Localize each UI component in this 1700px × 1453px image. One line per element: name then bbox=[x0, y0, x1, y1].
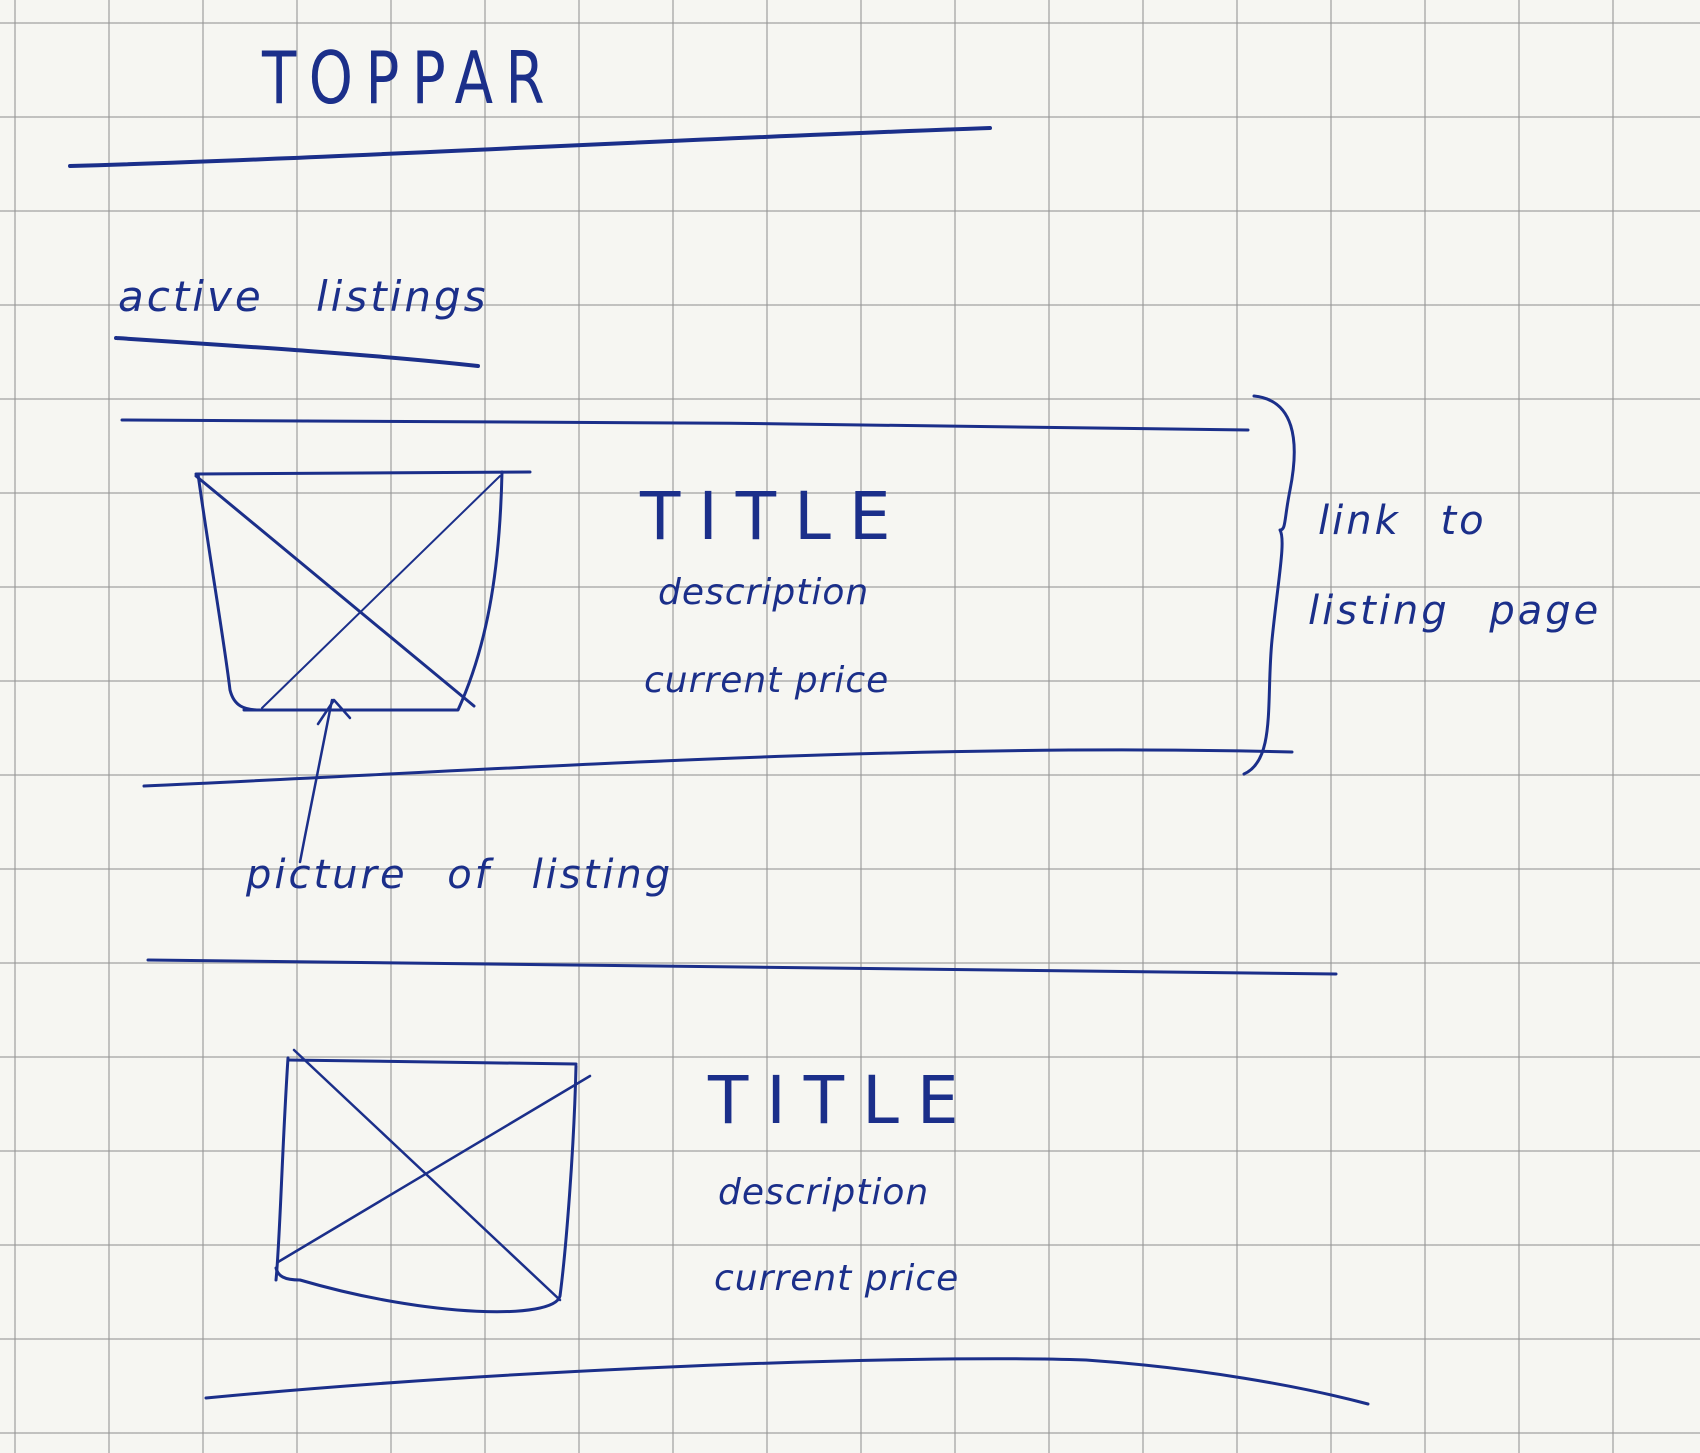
topbar-divider bbox=[68, 126, 992, 168]
listing-price: current price bbox=[714, 1258, 960, 1299]
listing-separator-bottom-2 bbox=[204, 1357, 1370, 1406]
listing-price: current price bbox=[644, 660, 890, 701]
image-placeholder-icon bbox=[274, 1048, 592, 1314]
picture-arrow bbox=[298, 698, 334, 864]
image-placeholder-icon bbox=[194, 470, 532, 712]
link-annotation-line-2: listing page bbox=[1308, 588, 1602, 634]
link-annotation-line-1: link to bbox=[1318, 498, 1487, 544]
listing-separator-top-2 bbox=[146, 958, 1338, 976]
topbar-label: TOPPAR bbox=[262, 36, 557, 120]
picture-annotation: picture of listing bbox=[246, 852, 674, 898]
listing-title: TITLE bbox=[708, 1062, 977, 1139]
listing-separator-bottom bbox=[142, 748, 1294, 788]
listing-description: description bbox=[718, 1172, 930, 1213]
listing-description: description bbox=[658, 572, 870, 613]
listing-title: TITLE bbox=[640, 478, 909, 555]
section-title: active listings bbox=[118, 272, 489, 321]
arrow-head bbox=[316, 698, 352, 726]
listing-separator-top bbox=[120, 418, 1250, 432]
section-underline bbox=[114, 336, 480, 368]
link-brace bbox=[1242, 394, 1296, 776]
